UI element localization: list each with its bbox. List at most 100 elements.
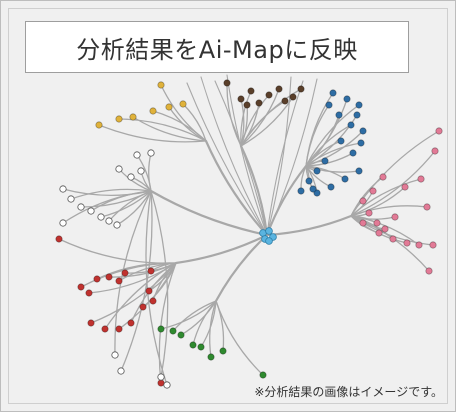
trunk-line	[239, 144, 269, 237]
center-node	[265, 227, 273, 235]
green-node	[259, 371, 267, 379]
sub-branch-line	[160, 300, 217, 330]
gold-node	[149, 107, 157, 115]
sub-branch-line	[104, 262, 177, 330]
sub-branch-line	[58, 238, 177, 264]
brown-node	[243, 101, 251, 109]
blue-node	[313, 167, 321, 175]
red-node	[147, 267, 155, 275]
gold-node	[165, 103, 173, 111]
sub-branch-line	[305, 140, 342, 167]
sub-branch-line	[209, 300, 217, 358]
twig-line	[226, 74, 268, 236]
gold-node	[157, 81, 165, 89]
trunk-line	[174, 233, 269, 265]
map-title: 分析結果をAi-Mapに反映	[25, 21, 409, 73]
sub-branch-line	[160, 84, 207, 142]
red-node	[77, 283, 85, 291]
tree-branches	[58, 74, 440, 386]
brown-node	[255, 99, 263, 107]
white-node	[127, 173, 135, 181]
sub-branch-line	[215, 300, 225, 352]
white-node	[87, 207, 95, 215]
twig-line	[266, 80, 304, 236]
pink-node	[425, 267, 433, 275]
red-node	[55, 235, 63, 243]
blue-node	[309, 185, 317, 193]
sub-branch-line	[240, 104, 248, 147]
white-node	[163, 381, 171, 389]
sub-branch-line	[96, 262, 177, 280]
brown-node	[297, 85, 305, 93]
white-node	[59, 185, 67, 193]
pink-node	[359, 197, 367, 205]
trunk-line	[214, 233, 269, 303]
sub-branch-line	[70, 188, 152, 200]
pink-node	[359, 219, 367, 227]
red-node	[121, 269, 129, 277]
blue-node	[305, 177, 313, 185]
pink-node	[431, 147, 439, 155]
white-node	[113, 221, 121, 229]
sub-branch-line	[240, 88, 302, 147]
trunk-line	[265, 214, 353, 237]
blue-node	[355, 101, 363, 109]
twig-line	[266, 76, 292, 236]
brown-node	[281, 97, 289, 105]
blue-node	[357, 139, 365, 147]
sub-branch-line	[182, 103, 207, 142]
green-node	[169, 327, 177, 335]
pink-node	[379, 173, 387, 181]
sub-branch-line	[150, 190, 169, 378]
brown-node	[265, 91, 273, 99]
sub-branch-line	[305, 152, 354, 167]
white-node	[133, 151, 141, 159]
sub-branch-line	[305, 165, 346, 180]
tree-center-cluster	[259, 227, 277, 245]
blue-node	[343, 95, 351, 103]
gold-node	[129, 113, 137, 121]
sub-branch-line	[90, 262, 177, 324]
center-node	[265, 237, 273, 245]
red-node	[127, 319, 135, 327]
gold-node	[95, 121, 103, 129]
red-node	[115, 325, 123, 333]
brown-node	[237, 95, 245, 103]
white-node	[105, 217, 113, 225]
blue-node	[321, 157, 329, 165]
blue-node	[297, 187, 305, 195]
twig-line	[214, 80, 268, 236]
white-node	[115, 165, 123, 173]
red-node	[93, 275, 101, 283]
trunk-line	[204, 139, 269, 237]
red-node	[115, 277, 123, 285]
brown-node	[289, 93, 297, 101]
pink-node	[435, 127, 443, 135]
sub-branch-line	[240, 90, 252, 147]
sub-branch-line	[172, 300, 217, 332]
red-node	[157, 379, 165, 387]
pink-node	[365, 209, 373, 217]
twig-line	[186, 82, 268, 236]
sub-branch-line	[98, 124, 207, 143]
pink-node	[423, 203, 431, 211]
blue-node	[337, 137, 345, 145]
image-disclaimer-note: ※分析結果の画像はイメージです。	[252, 383, 445, 400]
pink-node	[389, 235, 397, 243]
white-node	[111, 351, 119, 359]
sub-branch-line	[350, 150, 436, 217]
red-node	[145, 287, 153, 295]
sub-branch-line	[305, 104, 360, 167]
sub-branch-line	[215, 300, 264, 376]
sub-branch-line	[100, 190, 152, 218]
blue-node	[347, 121, 355, 129]
gold-node	[115, 115, 123, 123]
pink-node	[381, 225, 389, 233]
sub-branch-line	[118, 118, 207, 142]
sub-branch-line	[158, 262, 177, 384]
tree-nodes	[55, 79, 443, 389]
brown-node	[247, 87, 255, 95]
white-node	[147, 149, 155, 157]
